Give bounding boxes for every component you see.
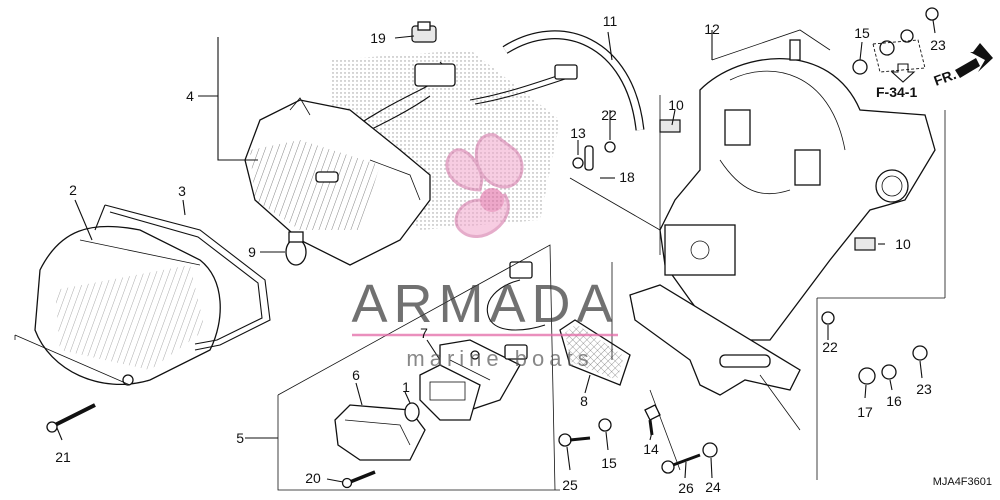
callout-17: 17 <box>857 404 873 420</box>
callout-11: 11 <box>603 13 618 29</box>
callout-24: 24 <box>705 479 721 495</box>
front-direction-label: FR. <box>932 66 959 89</box>
callout-22b: 22 <box>822 339 838 355</box>
drain-tube <box>502 30 645 131</box>
lens-gasket <box>94 204 271 351</box>
callout-10b: 10 <box>895 236 911 252</box>
callout-1: 1 <box>402 379 410 395</box>
callout-10a: 10 <box>668 97 684 113</box>
reference-arrow-icon <box>890 63 916 83</box>
leader-lines <box>56 19 936 483</box>
callout-2: 2 <box>69 182 77 198</box>
callout-15b: 15 <box>601 455 617 471</box>
connector <box>414 63 456 87</box>
taillight-lens <box>34 225 221 386</box>
taillight-housing <box>244 97 431 266</box>
watermark-tagline: marine boats <box>406 346 593 371</box>
screw-part <box>46 403 96 433</box>
callout-20: 20 <box>305 470 321 486</box>
callout-23a: 23 <box>930 37 946 53</box>
watermark <box>352 133 618 337</box>
callout-22a: 22 <box>601 107 617 123</box>
license-bracket <box>629 284 801 396</box>
watermark-brand: ARMADA <box>351 274 618 334</box>
reference-label: F-34-1 <box>876 84 917 100</box>
callout-21: 21 <box>55 449 71 465</box>
watermark-logo-icon <box>445 133 524 238</box>
front-direction-arrow <box>955 43 993 78</box>
callout-3: 3 <box>178 183 186 199</box>
diagram-code: MJA4F3601 <box>933 476 992 488</box>
callout-13: 13 <box>570 125 586 141</box>
license-light-cover <box>334 404 426 461</box>
bulb-part <box>285 231 307 266</box>
callout-16: 16 <box>886 393 902 409</box>
callout-5: 5 <box>236 430 244 446</box>
callout-9: 9 <box>248 244 256 260</box>
screw-part <box>341 470 376 489</box>
group-boundaries <box>14 29 946 491</box>
callout-4: 4 <box>186 88 194 104</box>
callout-14: 14 <box>643 441 659 457</box>
callout-18: 18 <box>619 169 635 185</box>
callout-7: 7 <box>420 325 428 341</box>
callout-12: 12 <box>704 21 720 37</box>
license-bulb <box>404 402 420 422</box>
callout-26: 26 <box>678 480 694 496</box>
callout-8: 8 <box>580 393 588 409</box>
license-light-wire <box>486 261 546 360</box>
clip-part <box>411 21 437 43</box>
connector <box>554 64 578 80</box>
callout-23b: 23 <box>916 381 932 397</box>
license-light-lens <box>419 364 481 421</box>
callout-19: 19 <box>370 30 386 46</box>
rear-fender <box>659 39 936 341</box>
callout-6: 6 <box>352 367 360 383</box>
callout-25: 25 <box>562 477 578 493</box>
callout-15a: 15 <box>854 25 870 41</box>
